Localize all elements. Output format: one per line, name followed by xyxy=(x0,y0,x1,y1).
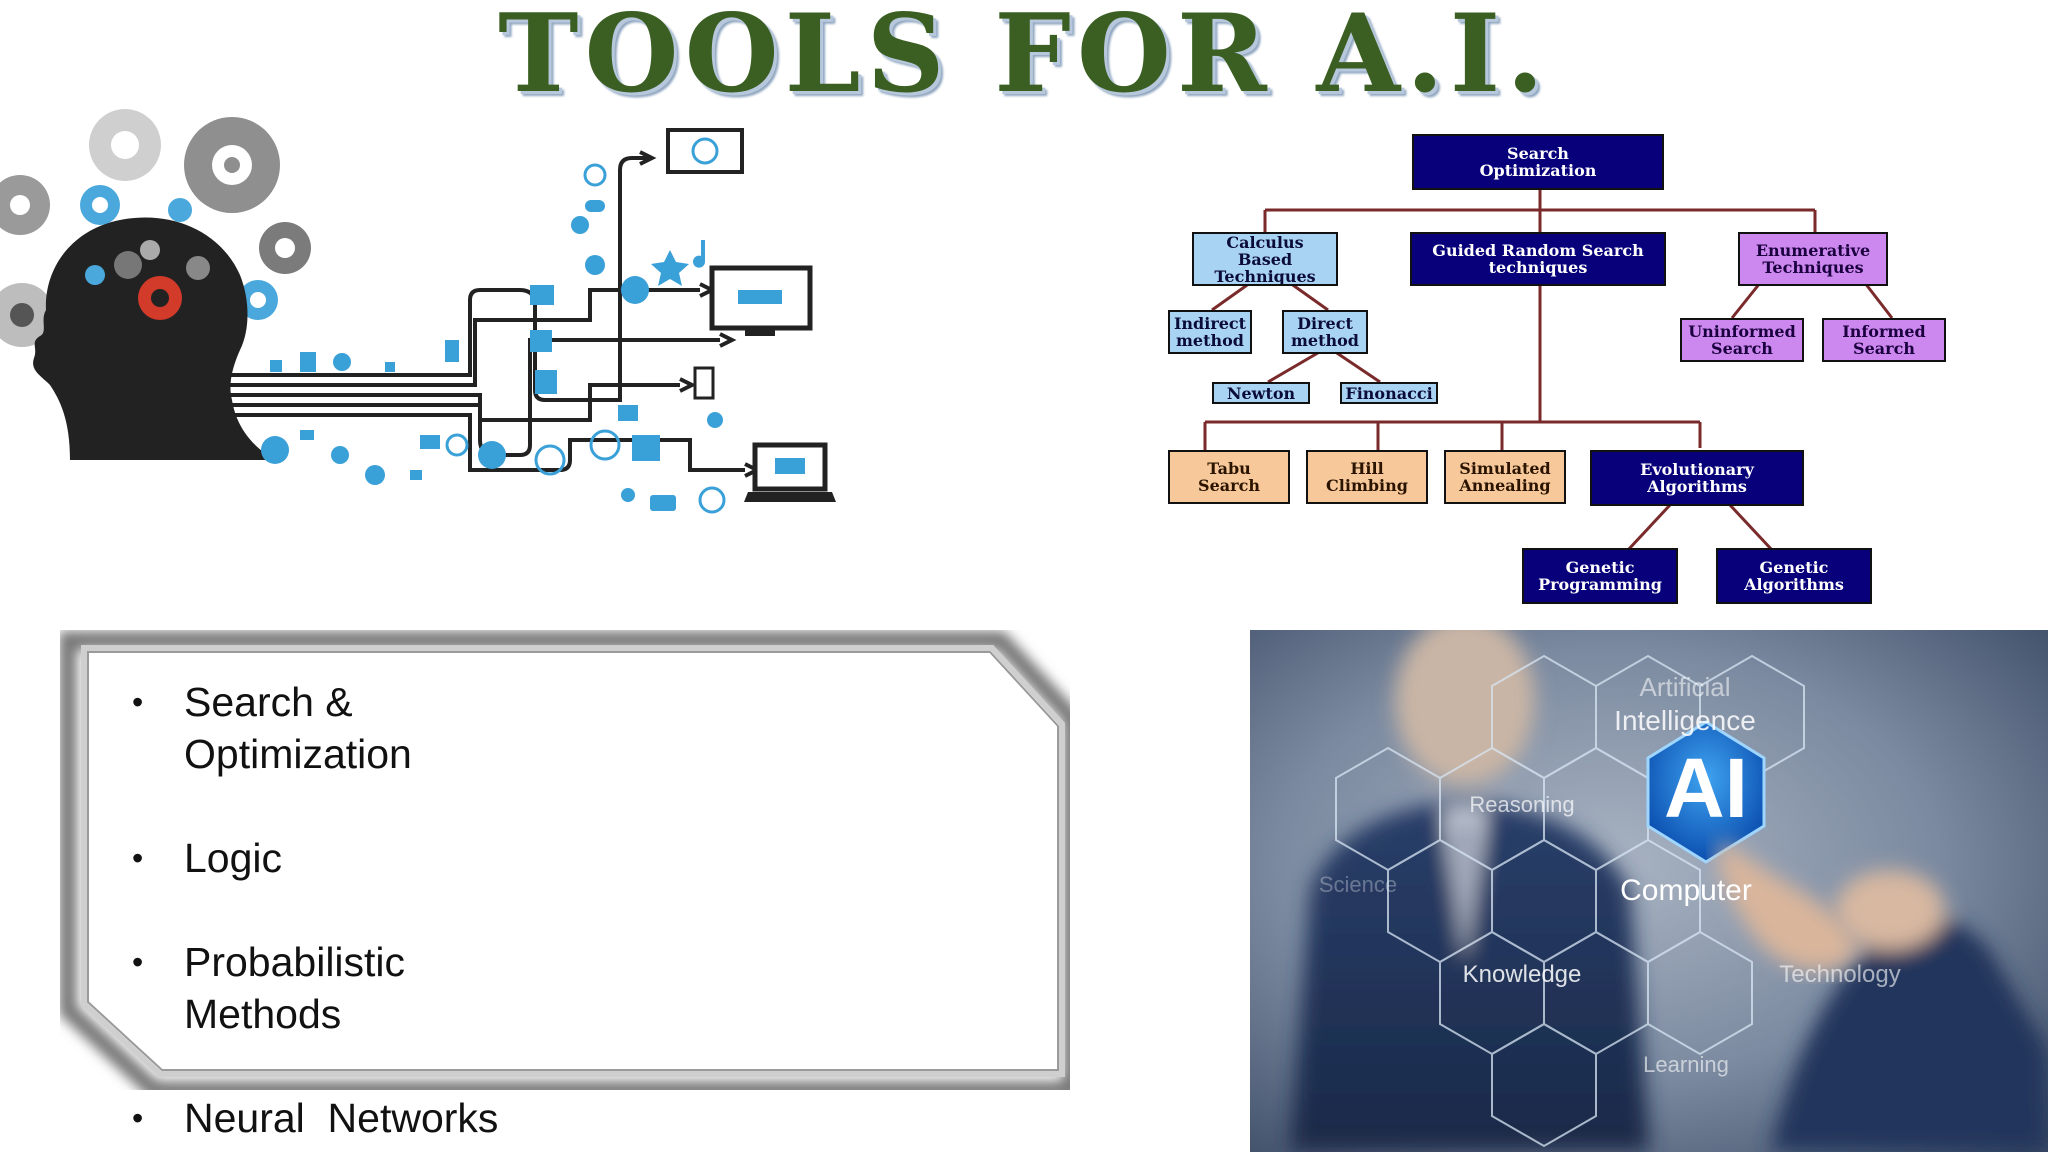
ai-hexagon-icon xyxy=(1646,720,1766,864)
flow-node-enumerative: Enumerative Techniques xyxy=(1738,232,1888,286)
bullet-text: Search & Optimization xyxy=(184,679,412,777)
flow-node-calculus-based: Calculus Based Techniques xyxy=(1192,232,1338,286)
flowchart-connectors xyxy=(1203,190,1894,552)
flow-node-guided-random-search: Guided Random Search techniques xyxy=(1410,232,1666,286)
technology-icons xyxy=(261,163,726,514)
flow-node-genetic-algorithms: Genetic Algorithms xyxy=(1716,548,1872,604)
bullet-text: Probabilistic Methods xyxy=(184,939,406,1037)
bullet-item: •Search & Optimization xyxy=(132,679,412,777)
flow-node-genetic-programming: Genetic Programming xyxy=(1522,548,1678,604)
bullet-text: Logic xyxy=(184,835,283,881)
flow-node-search-optimization: Search Optimization xyxy=(1412,134,1664,190)
flow-node-informed-search: Informed Search xyxy=(1822,318,1946,362)
flow-node-indirect-method: Indirect method xyxy=(1168,310,1252,354)
hex-label-artificial-intelligence: Artificial xyxy=(1639,672,1730,702)
businessman-silhouette xyxy=(1290,630,2048,1152)
flow-node-uninformed-search: Uninformed Search xyxy=(1680,318,1804,362)
bullet-item: •Probabilistic Methods xyxy=(132,939,406,1037)
hex-label-computer: Computer xyxy=(1620,874,1752,907)
search-optimization-flowchart: Search Optimization Calculus Based Techn… xyxy=(1150,120,1970,620)
flow-node-fibonacci: Finonacci xyxy=(1340,382,1438,404)
hex-label-learning: Learning xyxy=(1643,1052,1729,1077)
bullet-item: •Logic xyxy=(132,835,283,881)
hex-label-reasoning: Reasoning xyxy=(1469,792,1574,817)
hex-label-technology: Technology xyxy=(1779,961,1900,988)
ai-hex-label: AI xyxy=(1664,741,1748,835)
hex-label-science: Science xyxy=(1319,872,1397,897)
page-title: TOOLS FOR A.I. xyxy=(498,0,1550,117)
bullet-text: Neural Networks xyxy=(184,1095,499,1141)
hex-label-artificial-intelligence-2: Intelligence xyxy=(1614,705,1756,736)
bullet-item: •Neural Networks xyxy=(132,1095,499,1141)
data-stream-lines xyxy=(215,156,745,472)
bullet-panel-frame xyxy=(60,631,1070,1090)
gear-cluster-icon xyxy=(0,109,311,347)
ai-hexagon-image: AI Artificial Intelligence Reasoning Sci… xyxy=(1250,630,2048,1152)
flow-node-hill-climbing: Hill Climbing xyxy=(1306,450,1428,504)
flow-node-direct-method: Direct method xyxy=(1282,310,1368,354)
pointing-hand xyxy=(1720,840,1857,971)
flow-node-simulated-annealing: Simulated Annealing xyxy=(1444,450,1566,504)
ai-head-illustration xyxy=(0,109,836,514)
globe-monitor-icon xyxy=(666,128,744,174)
hex-label-knowledge: Knowledge xyxy=(1463,961,1582,988)
smartphone-icon xyxy=(693,366,715,400)
flow-node-evolutionary-algorithms: Evolutionary Algorithms xyxy=(1590,450,1804,506)
ai-tools-bullet-list: •Search & Optimization •Logic •Probabili… xyxy=(120,676,1020,1144)
flow-node-newton: Newton xyxy=(1212,382,1310,404)
flow-node-tabu-search: Tabu Search xyxy=(1168,450,1290,504)
